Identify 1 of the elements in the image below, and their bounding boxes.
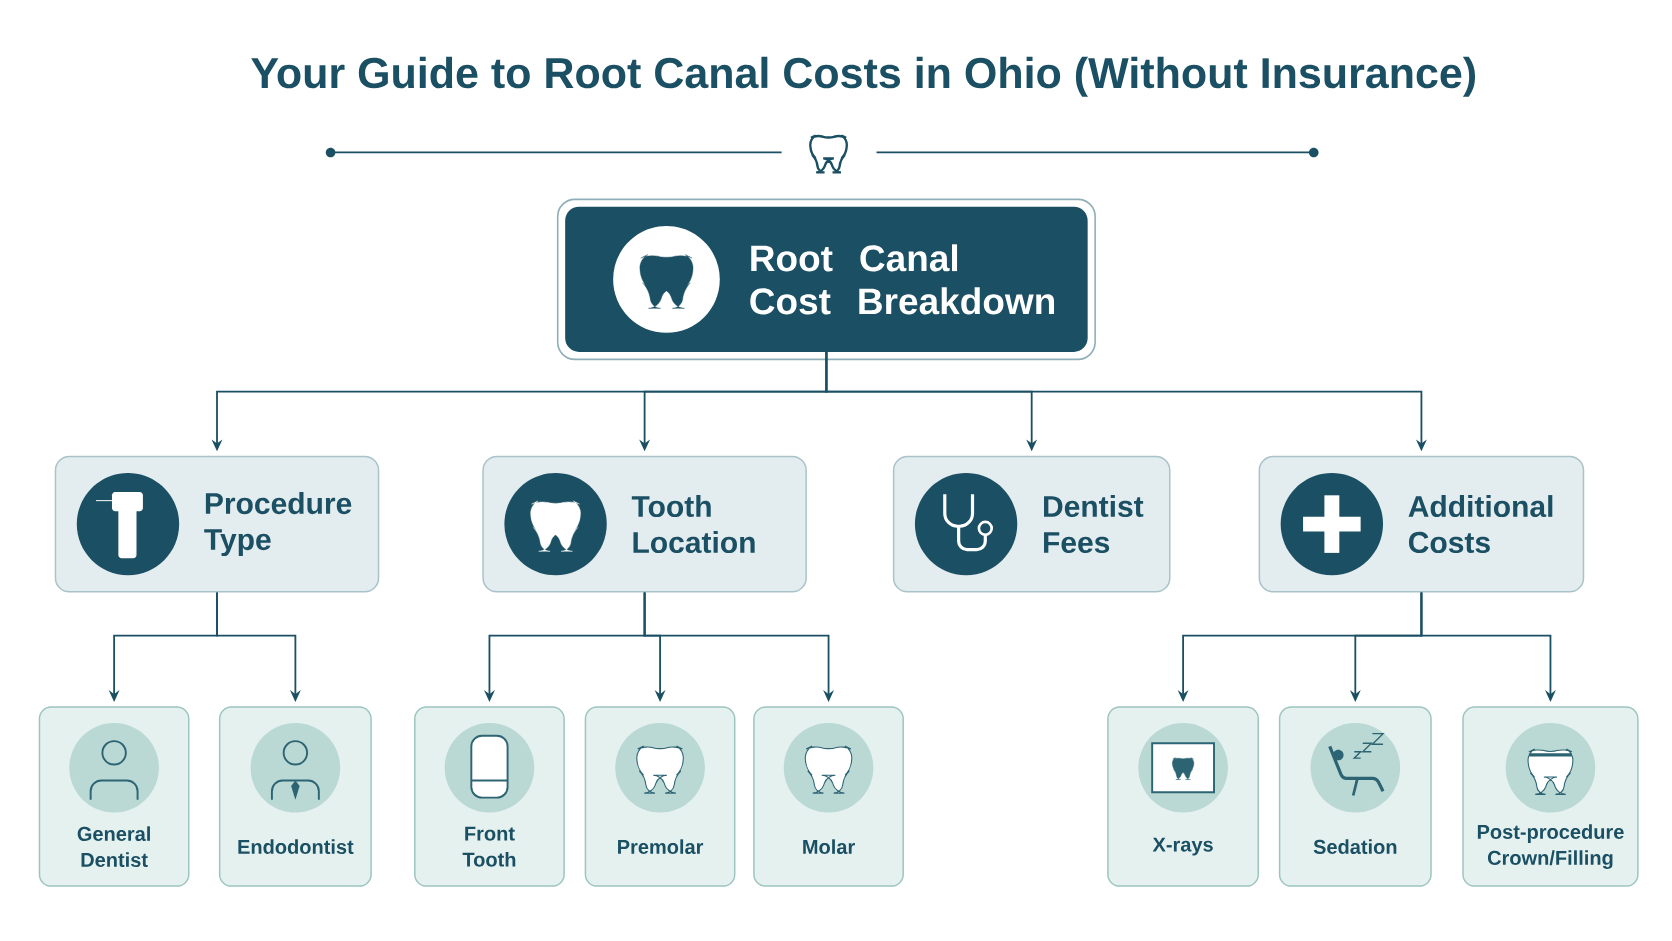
title: Your Guide to Root Canal Costs in Ohio (Without Insurance)	[251, 56, 1475, 97]
